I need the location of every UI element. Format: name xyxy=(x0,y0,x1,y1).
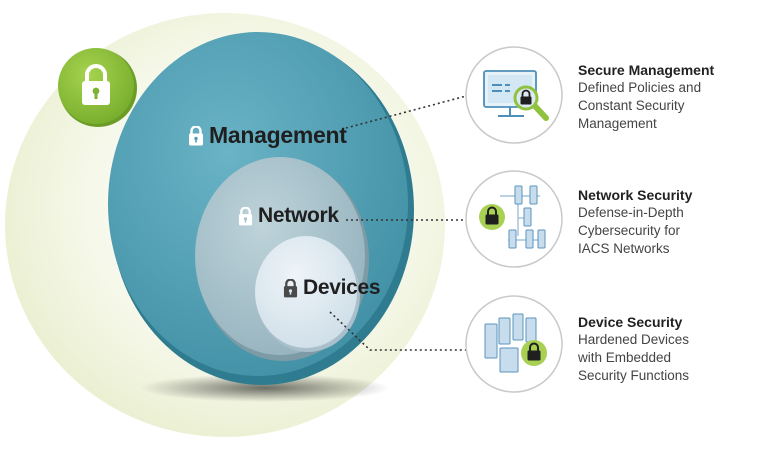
management-label: Management xyxy=(188,122,347,149)
panel-title: Device Security xyxy=(578,314,683,330)
connector-devices xyxy=(329,311,470,351)
panel-network-security: Network Security Defense-in-Depth Cybers… xyxy=(578,186,692,258)
network-racks-icon xyxy=(479,185,546,249)
panel-line: Management xyxy=(578,116,657,131)
panel-line: Defense-in-Depth xyxy=(578,205,684,220)
panel-line: with Embedded xyxy=(578,350,672,365)
devices-layer xyxy=(255,236,360,352)
panel-title: Network Security xyxy=(578,187,693,203)
connector-management xyxy=(345,94,471,129)
panel-circle-network xyxy=(465,170,563,268)
drop-shadow xyxy=(140,374,390,402)
network-label: Network xyxy=(238,204,339,228)
lock-icon xyxy=(283,278,298,297)
panel-line: Constant Security xyxy=(578,98,685,113)
management-text: Management xyxy=(209,122,347,148)
panel-device-security: Device Security Hardened Devices with Em… xyxy=(578,313,689,385)
panel-line: Security Functions xyxy=(578,368,690,383)
lock-icon xyxy=(238,206,253,225)
panel-title: Secure Management xyxy=(578,62,715,78)
panel-line: Defined Policies and xyxy=(578,80,702,95)
panel-line: Cybersecurity for xyxy=(578,223,681,238)
panel-secure-management: Secure Management Defined Policies and C… xyxy=(578,61,714,133)
network-text: Network xyxy=(258,204,339,227)
panel-circle-devices xyxy=(465,295,563,393)
connector-lines xyxy=(329,94,471,351)
devices-icon xyxy=(484,313,547,373)
lock-icon xyxy=(82,64,110,105)
monitor-magnifier-icon xyxy=(483,70,549,121)
devices-text: Devices xyxy=(303,276,381,299)
lock-icon xyxy=(189,125,203,145)
devices-label: Devices xyxy=(283,276,381,300)
panel-line: Hardened Devices xyxy=(578,332,690,347)
panel-circle-management xyxy=(465,46,563,144)
lock-badge xyxy=(58,48,137,127)
panel-line: IACS Networks xyxy=(578,241,670,256)
